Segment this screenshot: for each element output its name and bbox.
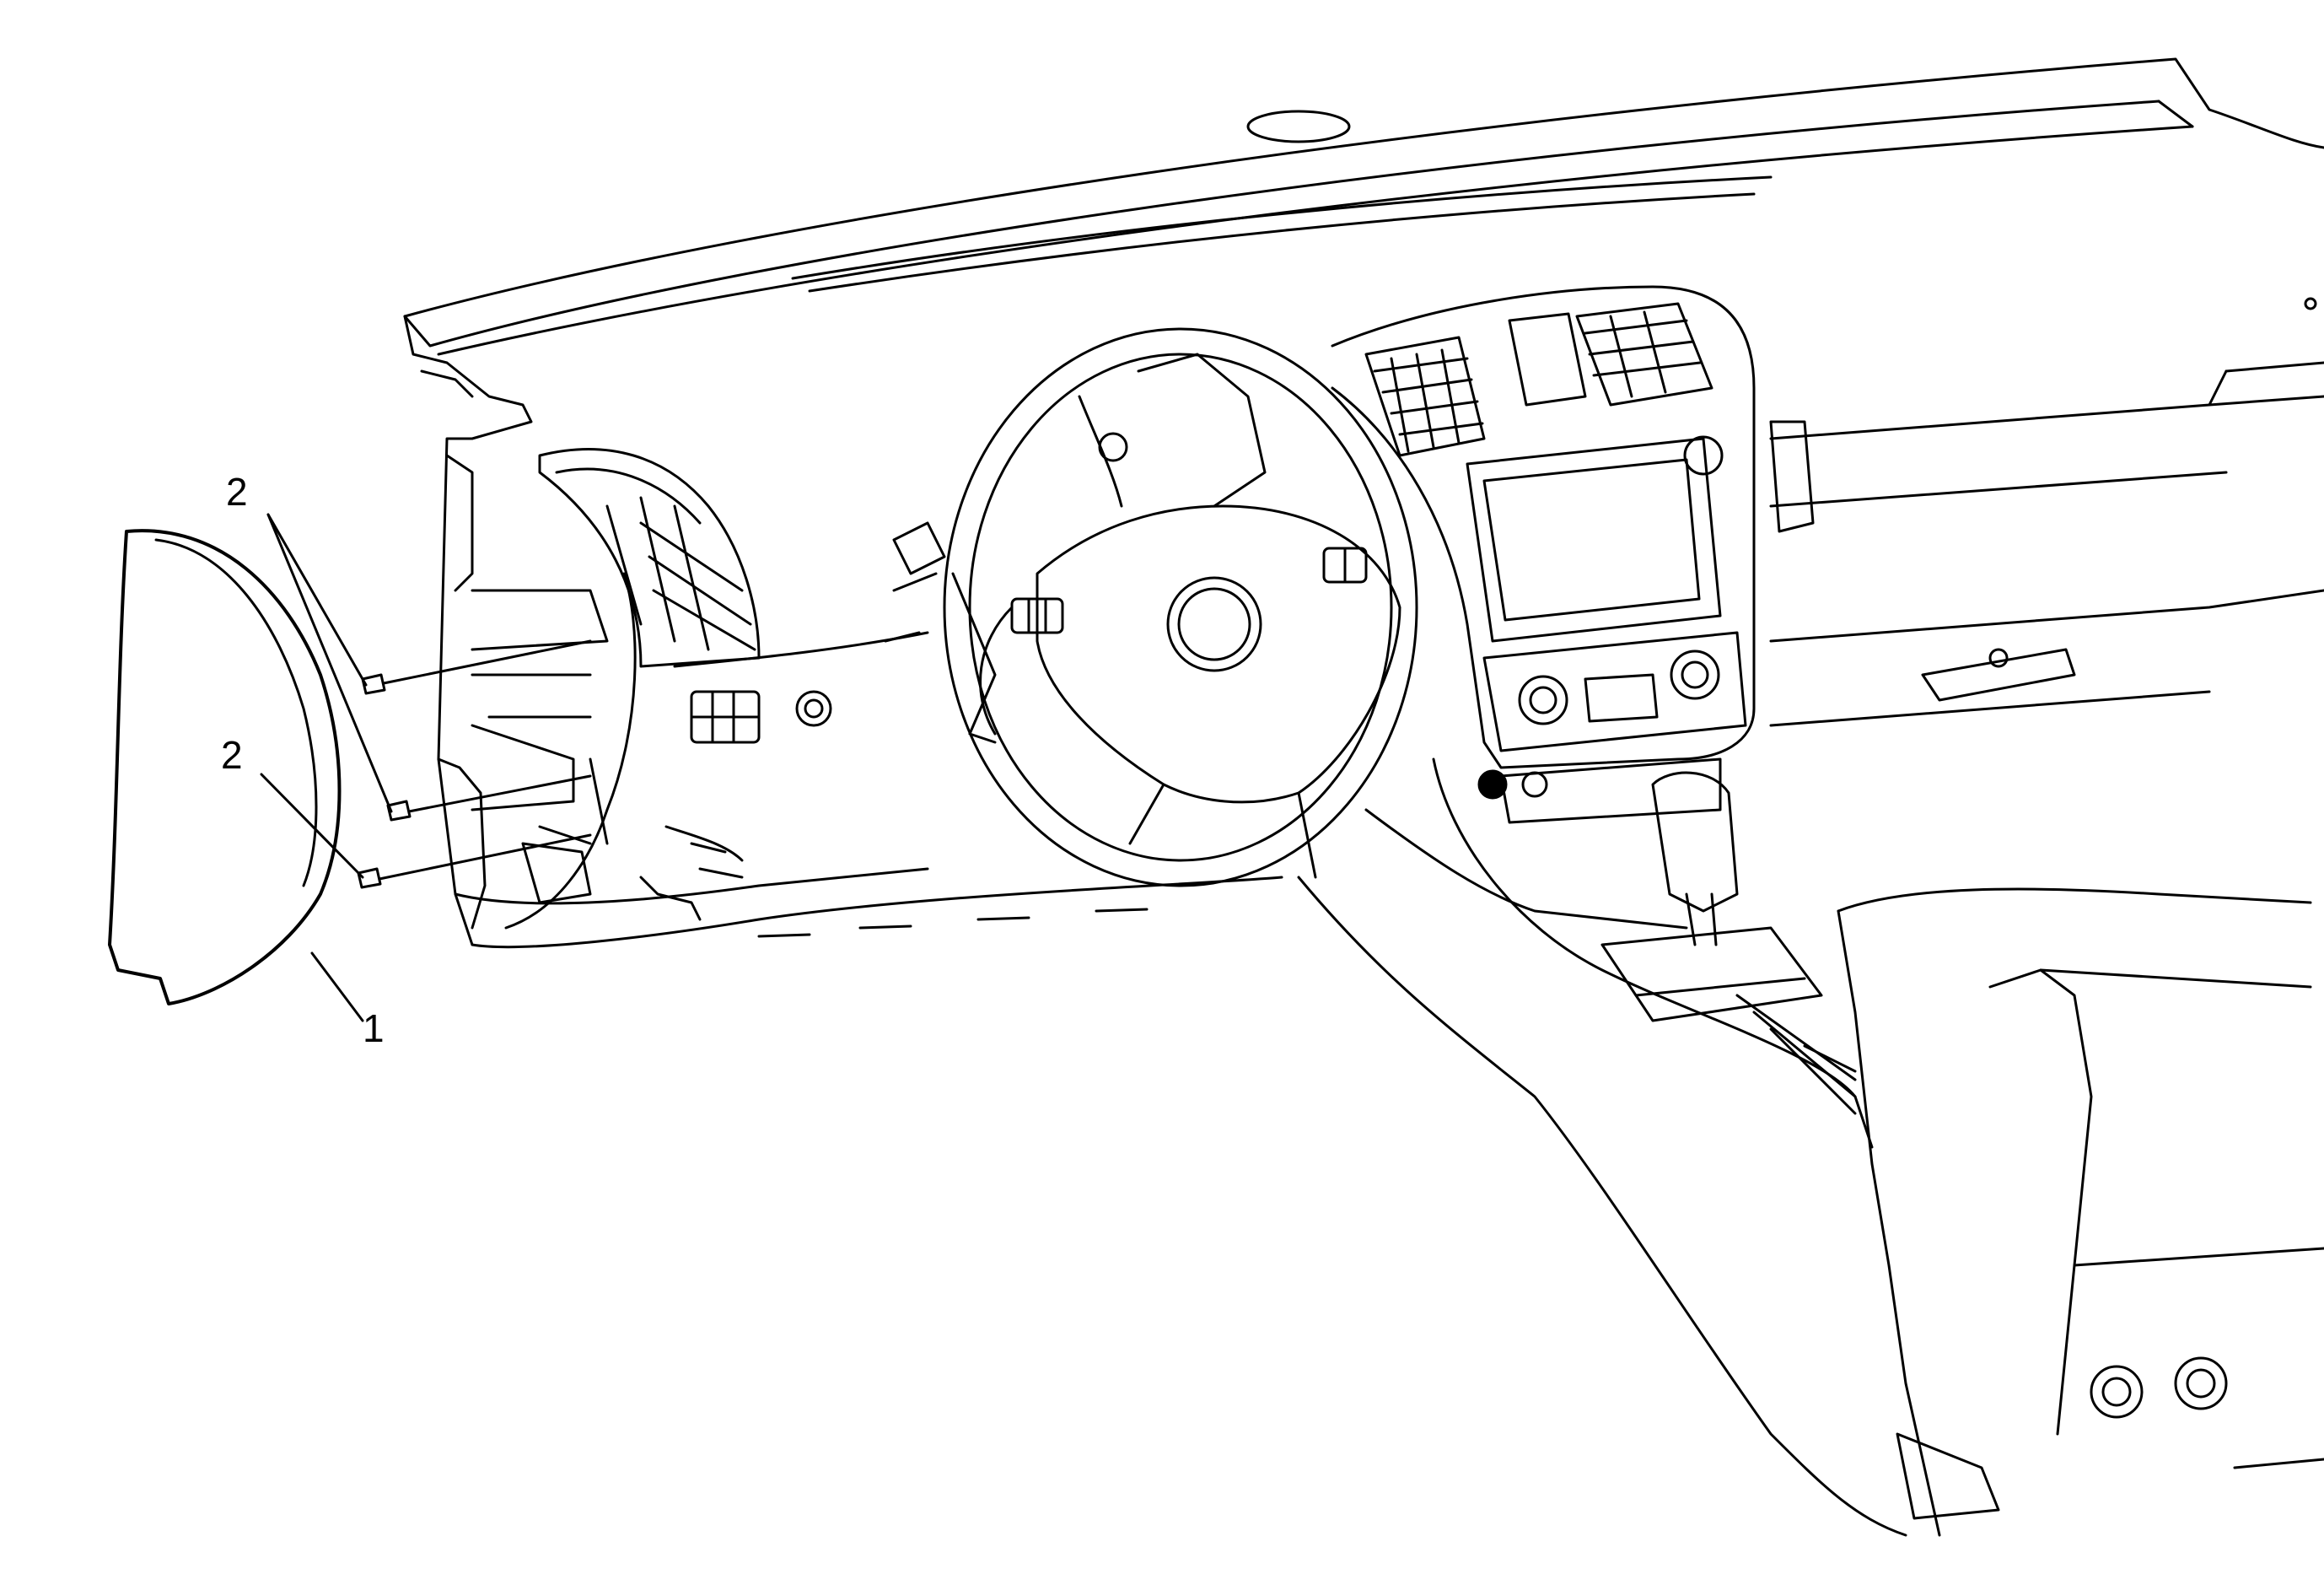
console-side-and-armrest <box>1837 887 2324 1537</box>
center-stack <box>1331 285 1756 824</box>
leader-2-to-middle-clip <box>266 513 393 813</box>
under-dash-details <box>639 825 1149 938</box>
dash-left-lower-panel <box>454 572 1283 949</box>
alignment-lines <box>378 639 592 881</box>
left-air-vent <box>538 448 761 668</box>
headlamp-switch-panel <box>673 631 929 744</box>
dash-right-side <box>1769 297 2324 727</box>
leader-2-to-lower-clip <box>260 773 364 879</box>
end-cap-retainer-clips <box>357 673 412 889</box>
dash-top-surface <box>403 57 2324 356</box>
callout-label-2-lower: 2 <box>221 733 243 777</box>
steering-column <box>884 432 1128 744</box>
steering-wheel <box>943 327 1418 887</box>
instrument-panel-end-cap <box>108 529 342 1005</box>
retainer-clip-lower <box>357 867 382 889</box>
callout-label-1: 1 <box>363 1006 385 1050</box>
retainer-clip-middle <box>386 800 412 822</box>
leader-1-to-end-cap <box>310 951 364 1022</box>
retainer-clip-upper <box>361 673 386 695</box>
callout-label-2-upper: 2 <box>226 470 248 514</box>
callout-leader-lines <box>260 513 393 1022</box>
center-console-shifter <box>1297 757 1907 1537</box>
leader-2-to-upper-clip <box>266 513 368 687</box>
